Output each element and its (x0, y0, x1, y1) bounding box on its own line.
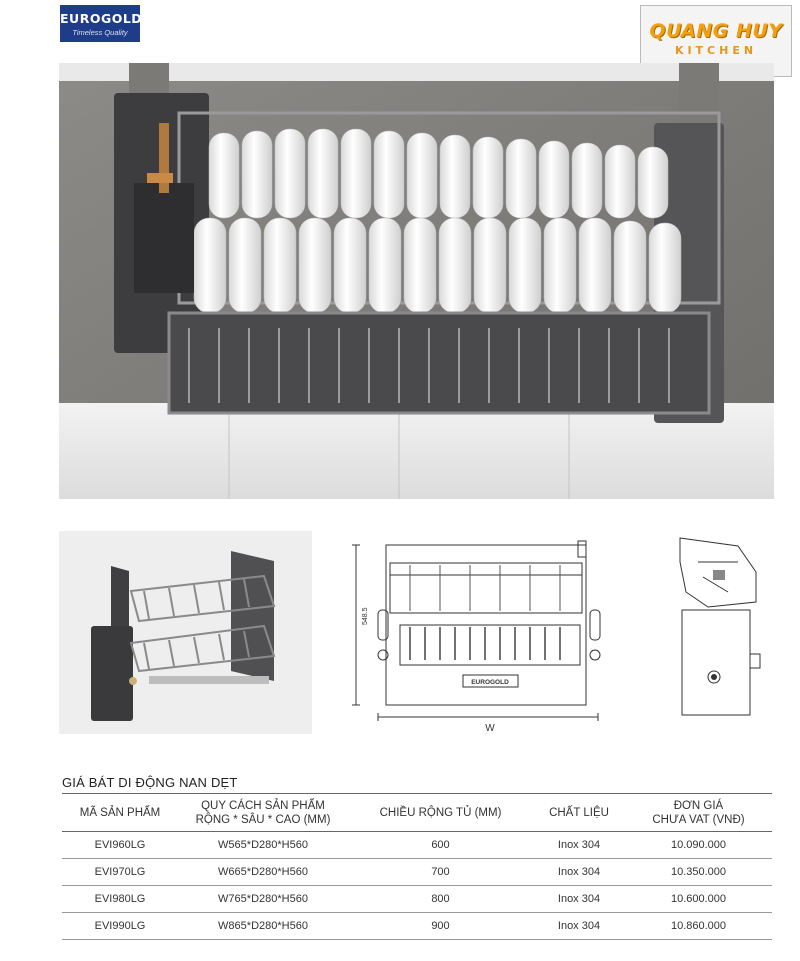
eurogold-tagline: Timeless Quality (72, 28, 128, 37)
price-table: MÃ SẢN PHẨM QUY CÁCH SẢN PHẨM RỘNG * SÂU… (62, 793, 772, 940)
header-spec: QUY CÁCH SẢN PHẨM RỘNG * SÂU * CAO (MM) (178, 793, 348, 832)
table-row: EVI970LG W665*D280*H560 700 Inox 304 10.… (62, 858, 772, 886)
drawing-plate-text: EUROGOLD (471, 679, 509, 686)
cell-price: 10.090.000 (625, 831, 772, 859)
cell-width: 900 (348, 912, 533, 940)
table-row: EVI990LG W865*D280*H560 900 Inox 304 10.… (62, 912, 772, 940)
cell-spec: W765*D280*H560 (178, 885, 348, 913)
header-cabinet-width: CHIỀU RỘNG TỦ (MM) (348, 793, 533, 832)
cell-code: EVI980LG (62, 885, 178, 913)
table-header-row: MÃ SẢN PHẨM QUY CÁCH SẢN PHẨM RỘNG * SÂU… (62, 793, 772, 832)
cell-price: 10.600.000 (625, 885, 772, 913)
cell-code: EVI970LG (62, 858, 178, 886)
product-3d-render (59, 531, 312, 734)
table-row: EVI960LG W565*D280*H560 600 Inox 304 10.… (62, 831, 772, 859)
cell-width: 700 (348, 858, 533, 886)
technical-drawing: 548.5 W EUROGOLD (350, 535, 610, 735)
store-sub: KITCHEN (674, 44, 758, 57)
table-row: EVI980LG W765*D280*H560 800 Inox 304 10.… (62, 885, 772, 913)
cell-width: 600 (348, 831, 533, 859)
cell-material: Inox 304 (533, 831, 625, 859)
cell-material: Inox 304 (533, 885, 625, 913)
cell-price: 10.860.000 (625, 912, 772, 940)
cell-material: Inox 304 (533, 912, 625, 940)
header-price: ĐƠN GIÁ CHƯA VAT (VNĐ) (625, 793, 772, 832)
header-spec-line2: RỘNG * SÂU * CAO (MM) (195, 813, 331, 826)
store-name: QUANG HUY (649, 20, 783, 42)
cell-code: EVI990LG (62, 912, 178, 940)
eurogold-brand: EUROGOLD (60, 11, 143, 26)
cell-code: EVI960LG (62, 831, 178, 859)
width-dimension-label: W (485, 723, 495, 734)
header-price-line2: CHƯA VAT (VNĐ) (652, 813, 745, 826)
cell-price: 10.350.000 (625, 858, 772, 886)
product-photo (59, 63, 774, 499)
cell-spec: W865*D280*H560 (178, 912, 348, 940)
cell-width: 800 (348, 885, 533, 913)
cell-spec: W665*D280*H560 (178, 858, 348, 886)
height-dimension-label: 548.5 (362, 607, 369, 625)
header-code: MÃ SẢN PHẨM (62, 793, 178, 832)
table-title: GIÁ BÁT DI ĐỘNG NAN DẸT (62, 775, 238, 790)
side-view-drawing (668, 532, 780, 722)
header-material: CHẤT LIỆU (533, 793, 625, 832)
header-spec-line1: QUY CÁCH SẢN PHẨM (201, 799, 325, 812)
header-price-line1: ĐƠN GIÁ (673, 799, 724, 812)
eurogold-logo: EUROGOLD Timeless Quality (60, 5, 143, 42)
cell-material: Inox 304 (533, 858, 625, 886)
cell-spec: W565*D280*H560 (178, 831, 348, 859)
